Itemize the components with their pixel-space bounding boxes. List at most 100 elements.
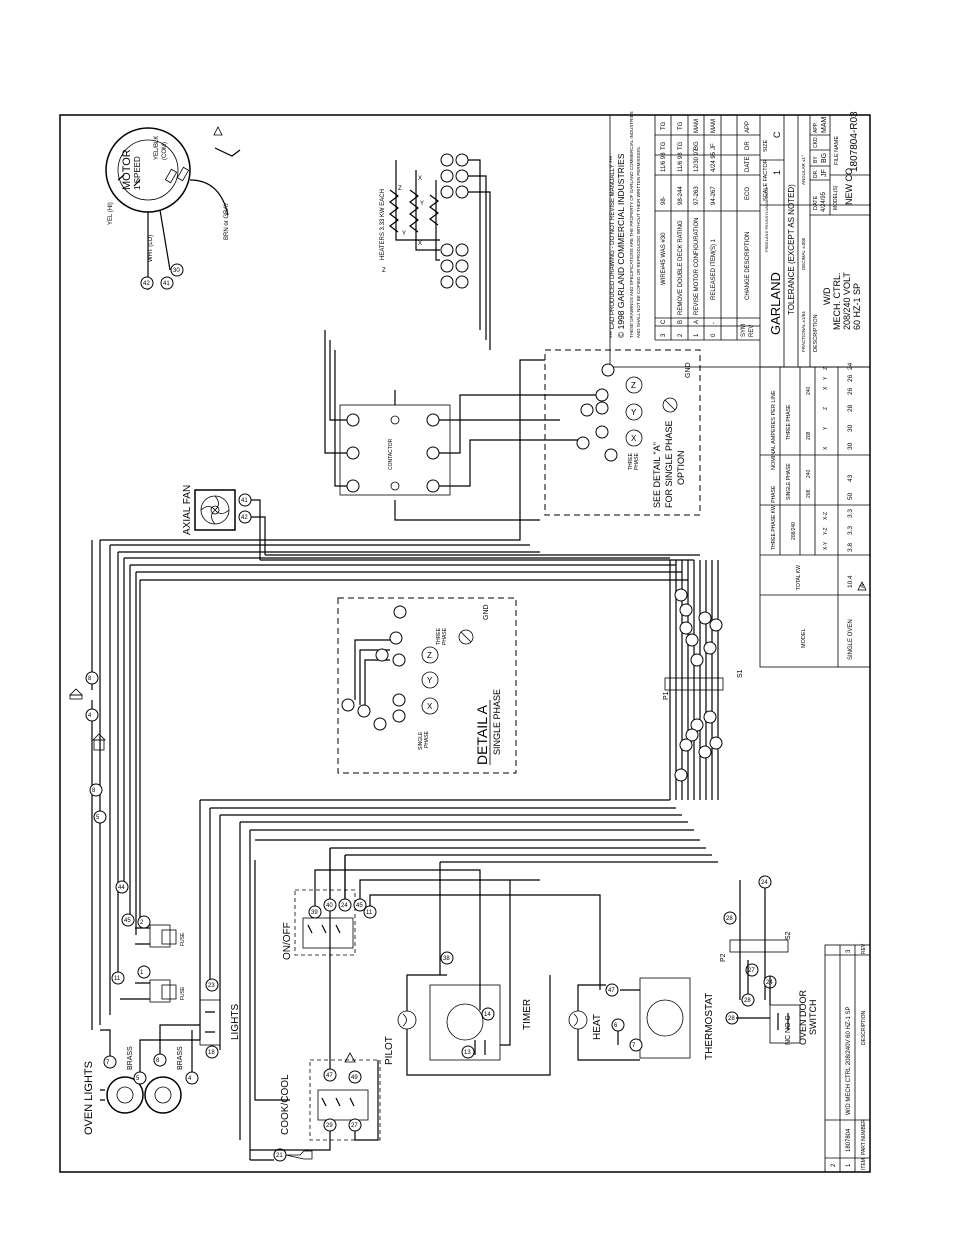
motor: MOTOR 1 SPEED YEL (HI) WHT (LO) YEL/BLK … [105,126,241,290]
svg-text:5: 5 [136,1076,140,1082]
svg-text:X: X [418,176,422,182]
heater-terminals [440,153,469,289]
svg-text:29: 29 [326,1123,333,1129]
svg-text:MAM: MAM [694,119,700,133]
svg-text:28: 28 [728,1016,735,1022]
svg-text:Z: Z [398,186,402,192]
copyright-note: © 1998 GARLAND COMMERCIAL INDUSTRIES [616,153,626,338]
svg-text:ANGULAR ±1°: ANGULAR ±1° [801,155,806,185]
svg-text:Z: Z [382,268,386,274]
svg-text:DATE: DATE [813,195,819,210]
svg-text:3: 3 [661,333,667,337]
title-block: *** CAD PRODUCED DRAWING - DO NOT REVISE… [609,111,871,368]
oven-light-1 [100,1076,144,1114]
svg-text:27: 27 [351,1123,358,1129]
desc-line-4: 60 HZ-1 SP [852,283,862,330]
svg-text:4: 4 [188,1076,192,1082]
svg-text:S1: S1 [737,669,744,678]
svg-text:11/6 98: 11/6 98 [661,152,667,172]
svg-text:208/240: 208/240 [791,522,797,540]
axial-fan: AXIAL FAN [182,485,236,535]
svg-text:JF: JF [711,143,717,150]
svg-text:10.4: 10.4 [847,575,854,588]
svg-text:6: 6 [614,1023,618,1029]
svg-text:FOR SINGLE PHASE: FOR SINGLE PHASE [664,420,674,508]
svg-text:8: 8 [92,788,96,794]
svg-text:47: 47 [608,988,615,994]
svg-text:MODEL(S): MODEL(S) [833,185,839,210]
svg-text:-: - [711,322,717,324]
svg-text:ITEM: ITEM [861,1158,867,1170]
svg-text:CONTACTOR: CONTACTOR [388,438,394,470]
svg-text:SYM: SYM [741,324,747,337]
svg-text:BG: BG [821,153,828,163]
thermostat-label: THERMOSTAT [704,993,715,1060]
svg-text:4/24/95: 4/24/95 [821,191,827,212]
garland-logo: GARLAND [768,272,783,335]
connector-p2-s2: P2 S2 [720,880,792,1000]
svg-text:MAM: MAM [821,117,828,134]
detail-a-box: Z Y X GND SINGLE PHASE THREE PHASE DETAI… [337,597,517,774]
svg-text:NOMINAL AMPERES PER LINE: NOMINAL AMPERES PER LINE [771,390,777,470]
cook-cool-switch: COOK/COOL [280,1052,381,1141]
svg-text:SIZE: SIZE [763,139,769,152]
desc-line-3: 208/240 VOLT [842,272,852,330]
svg-text:SWITCH: SWITCH [808,1000,818,1036]
svg-text:PHASE: PHASE [442,627,448,645]
svg-text:11: 11 [114,976,121,982]
wire-harness [99,359,718,1160]
rev-c-desc: WIRE#45 WAS #30 [661,232,667,285]
svg-text:27: 27 [748,968,755,974]
change-description-header: CHANGE DESCRIPTION [745,232,751,300]
svg-text:DESCRIPTION: DESCRIPTION [813,314,819,352]
property-note-1: THESE DRAWINGS AND SPECIFICATIONS ARE TH… [629,111,634,338]
svg-text:GND: GND [685,362,692,378]
motor-label: MOTOR [121,149,133,190]
detail-a-terminals [341,605,407,731]
svg-text:45: 45 [124,918,131,924]
svg-text:38: 38 [443,956,450,962]
svg-text:14: 14 [484,1012,491,1018]
svg-text:97-263: 97-263 [694,186,700,205]
svg-text:3: 3 [846,949,852,953]
svg-text:7: 7 [106,1060,110,1066]
on-off-label: ON/OFF [282,922,293,960]
lights: LIGHTS [199,999,241,1046]
svg-text:Y: Y [823,376,829,380]
svg-text:94-267: 94-267 [711,186,717,205]
svg-text:SINGLE PHASE: SINGLE PHASE [786,463,792,500]
rev-0-desc: RELEASED ITEM(S) 1 [711,238,717,300]
pilot-label: PILOT [384,1036,395,1065]
svg-text:2: 2 [140,920,144,926]
heat-label: HEAT [592,1014,603,1040]
svg-text:1: 1 [846,1163,852,1167]
rev-a-desc: REVISE MOTOR CONFIGURATION [694,218,700,315]
svg-text:X: X [823,446,829,450]
svg-text:11/6 98: 11/6 98 [678,152,684,172]
svg-text:BRASS: BRASS [177,1046,184,1070]
svg-text:50: 50 [847,492,854,500]
svg-text:THREE PHASE: THREE PHASE [786,404,792,440]
svg-text:208: 208 [806,489,812,498]
svg-text:TOTAL KW: TOTAL KW [796,565,802,590]
svg-text:OPTION: OPTION [676,450,686,485]
svg-text:THREE PHASE KW. PHASE: THREE PHASE KW. PHASE [771,485,777,550]
svg-text:2: 2 [831,1163,837,1167]
tolerance-label: TOLERANCE (EXCEPT AS NOTED) [787,184,796,315]
svg-text:X: X [631,434,637,443]
svg-text:TG: TG [661,121,667,130]
svg-text:24: 24 [847,362,854,370]
svg-text:Y-Z: Y-Z [823,527,829,535]
svg-text:3.3: 3.3 [847,509,854,518]
on-off-switch: ON/OFF [282,889,356,960]
svg-text:FILE NAME: FILE NAME [834,136,840,165]
svg-text:SINGLE: SINGLE [418,731,424,750]
svg-text:23: 23 [208,983,215,989]
svg-text:(COM): (COM) [162,142,168,160]
svg-text:X-Y: X-Y [823,541,829,550]
svg-text:NEW CO: NEW CO [844,168,854,205]
svg-text:BY: BY [813,156,819,163]
svg-text:40: 40 [326,903,333,909]
rev-b-desc: REMOVE DOUBLE DECK RATING [678,220,684,315]
